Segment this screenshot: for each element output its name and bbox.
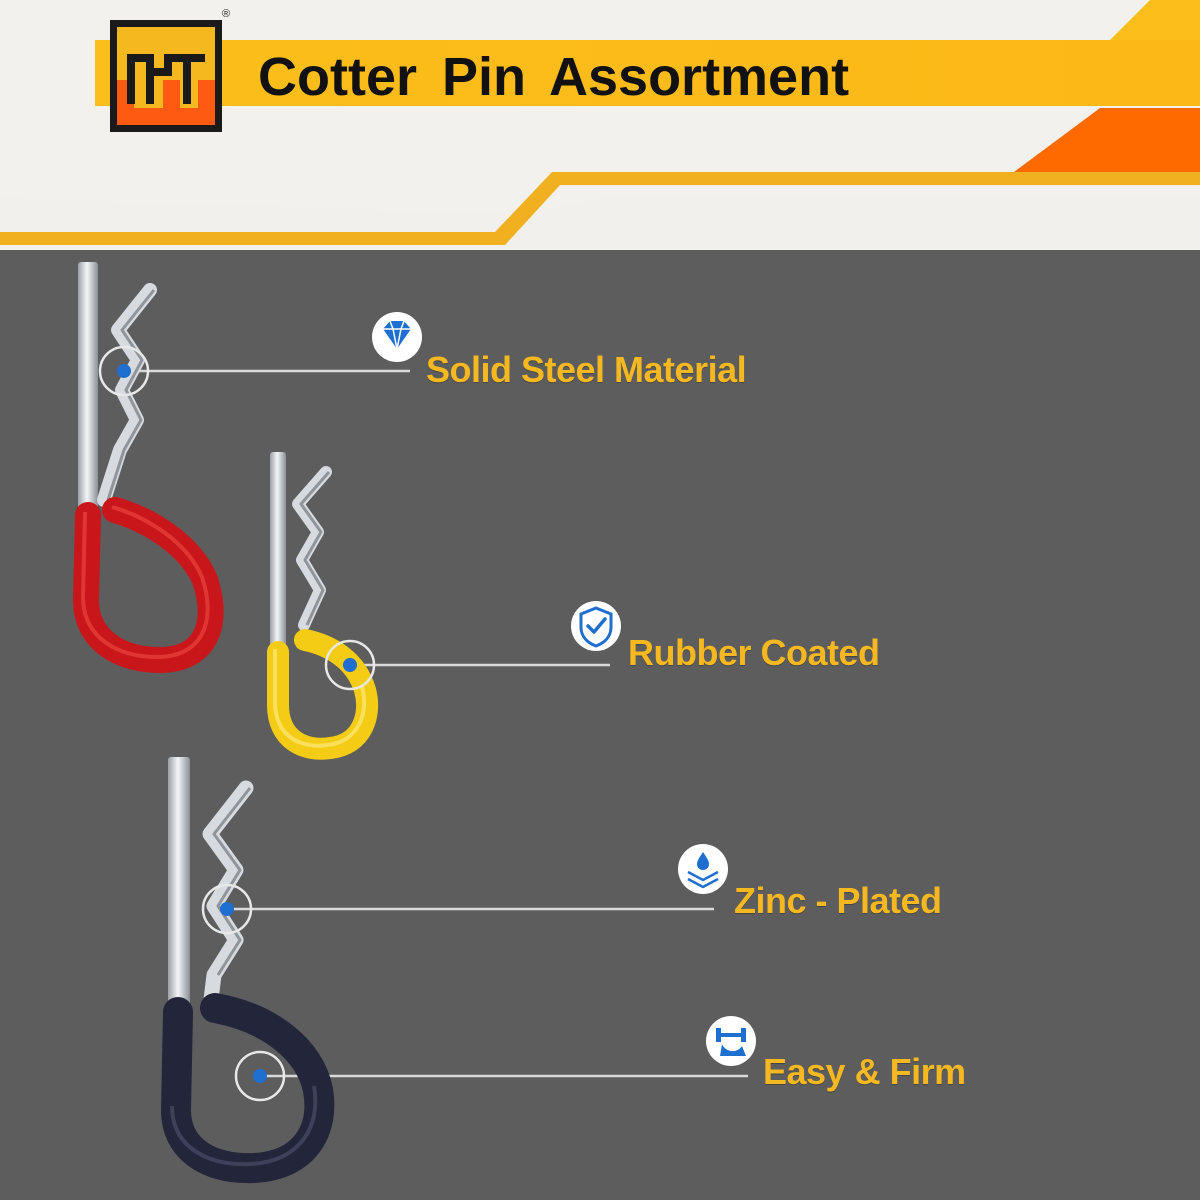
callout-marker-1	[98, 345, 150, 397]
shield-check-icon	[571, 601, 621, 651]
registered-mark: ®	[222, 8, 231, 20]
callout-lines	[124, 369, 748, 1078]
feature-label-zinc-plated: Zinc - Plated	[734, 880, 942, 921]
feature-label-solid-steel: Solid Steel Material	[426, 349, 747, 390]
header-background	[0, 0, 1200, 250]
feature-label-easy-firm: Easy & Firm	[763, 1051, 966, 1092]
callout-marker-3	[201, 883, 253, 935]
red-coated-pin	[72, 262, 224, 674]
callout-marker-2	[324, 639, 376, 691]
page-title: Cotter Pin Assortment	[258, 47, 850, 107]
diamond-icon	[372, 312, 422, 362]
water-layers-icon	[678, 844, 728, 894]
brand-logo-icon	[110, 20, 222, 132]
feature-label-rubber-coated: Rubber Coated	[628, 632, 880, 673]
yellow-coated-pin	[267, 452, 379, 760]
black-coated-pin	[160, 757, 335, 1184]
dumbbell-arm-icon	[706, 1016, 756, 1066]
callout-marker-4	[234, 1050, 286, 1102]
